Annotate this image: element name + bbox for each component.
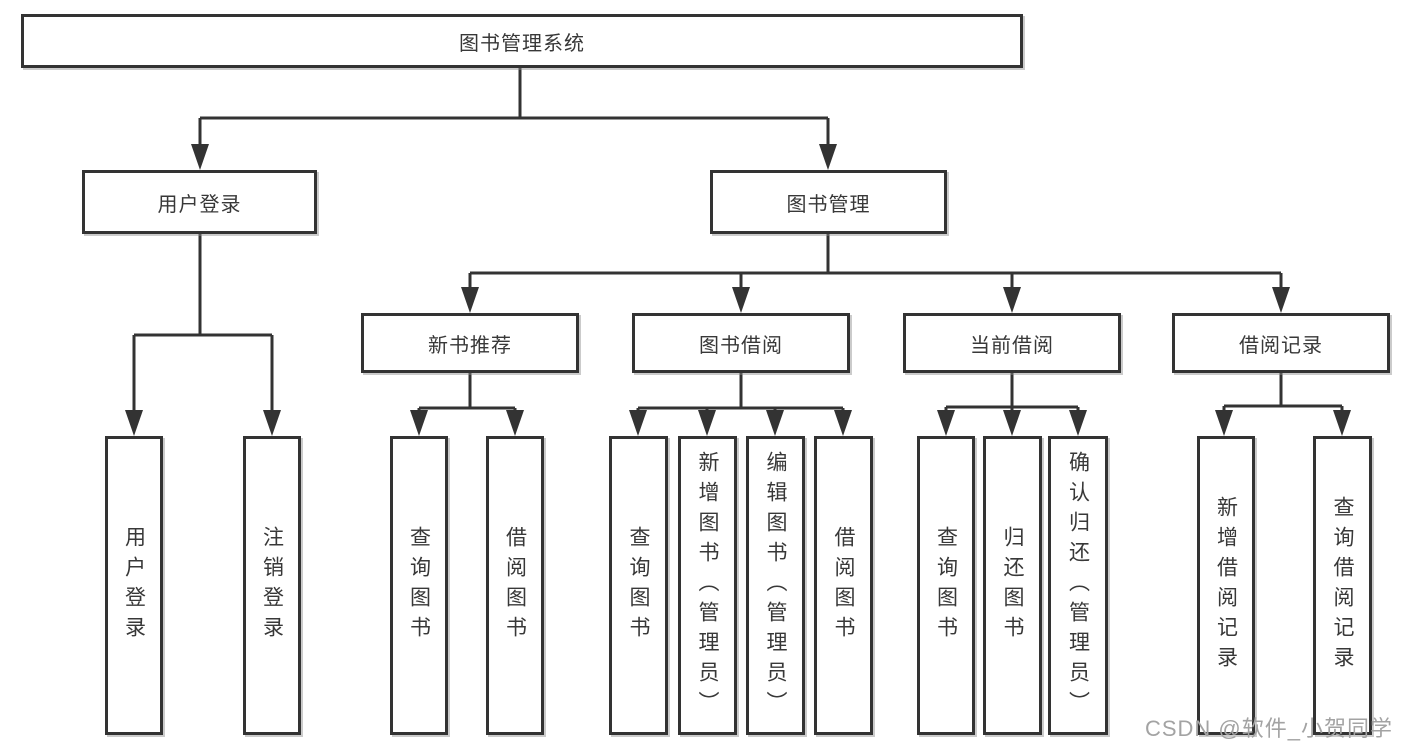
node-label: 查询图书 (934, 525, 958, 646)
node-label: 新增图书（管理员） (696, 450, 719, 721)
leaf-borrow-books: 借阅图书 (814, 436, 873, 735)
node-label: 借阅记录 (1239, 334, 1323, 357)
node-borrow-records: 借阅记录 (1172, 313, 1390, 373)
arrowheads (125, 144, 1351, 436)
node-label: 图书管理 (786, 193, 871, 216)
leaf-logout-login: 注销登录 (243, 436, 301, 735)
node-label: 图书借阅 (699, 334, 783, 357)
node-library-management-system: 图书管理系统 (21, 14, 1023, 68)
node-label: 用户登录 (157, 193, 242, 216)
leaf-add-borrow-record: 新增借阅记录 (1197, 436, 1255, 735)
node-label: 当前借阅 (970, 334, 1054, 357)
node-label: 查询图书 (407, 525, 431, 646)
node-current-borrow: 当前借阅 (903, 313, 1121, 373)
csdn-watermark: CSDN @软件_小贺同学 (1144, 716, 1393, 741)
node-label: 新增借阅记录 (1214, 495, 1238, 676)
node-label: 编辑图书（管理员） (764, 450, 787, 721)
node-label: 查询借阅记录 (1331, 495, 1354, 676)
node-new-book-recommend: 新书推荐 (361, 313, 579, 373)
leaf-query-books: 查询图书 (390, 436, 448, 735)
node-label: 查询图书 (627, 525, 650, 646)
node-label: 借阅图书 (503, 525, 527, 646)
leaf-borrow-books: 借阅图书 (486, 436, 544, 735)
leaf-add-books-admin: 新增图书（管理员） (678, 436, 737, 735)
leaf-query-borrow-record: 查询借阅记录 (1313, 436, 1372, 735)
leaf-confirm-return-admin: 确认归还（管理员） (1048, 436, 1108, 735)
node-label: 图书管理系统 (459, 32, 585, 55)
node-label: 用户登录 (122, 525, 146, 646)
node-label: 归还图书 (1001, 525, 1024, 646)
node-label: 借阅图书 (832, 525, 855, 646)
node-book-borrow: 图书借阅 (632, 313, 850, 373)
leaf-user-login: 用户登录 (105, 436, 163, 735)
leaf-edit-books-admin: 编辑图书（管理员） (746, 436, 805, 735)
node-label: 确认归还（管理员） (1066, 450, 1090, 721)
leaf-query-books: 查询图书 (609, 436, 668, 735)
leaf-return-books: 归还图书 (983, 436, 1042, 735)
node-label: 注销登录 (260, 525, 284, 646)
leaf-query-books: 查询图书 (917, 436, 975, 735)
node-user-login: 用户登录 (82, 170, 317, 234)
node-book-management: 图书管理 (710, 170, 947, 234)
node-label: 新书推荐 (428, 334, 512, 357)
